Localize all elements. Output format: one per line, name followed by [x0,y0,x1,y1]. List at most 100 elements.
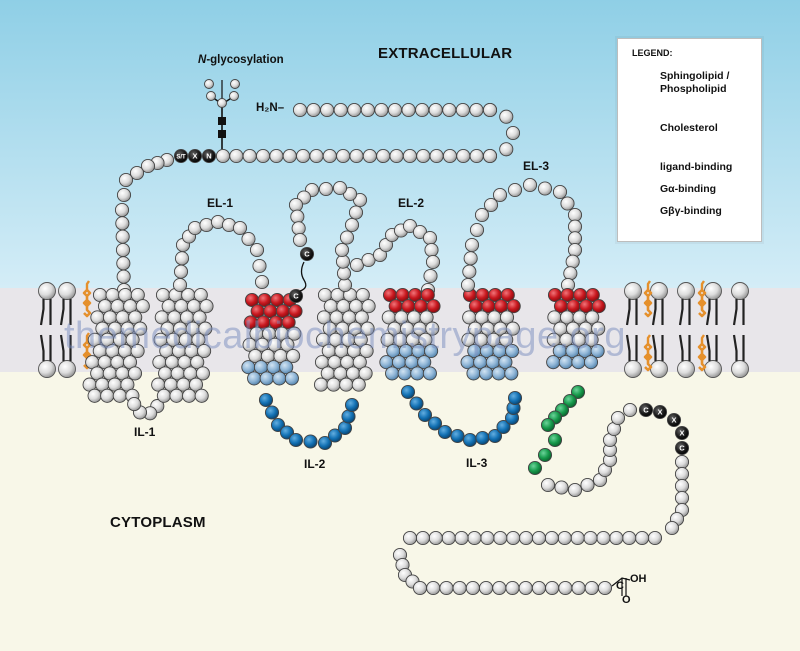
residue [87,388,102,403]
extracellular-label: EXTRACELLULAR [378,45,513,62]
residue [674,490,690,506]
residue [247,371,262,386]
residue [518,580,533,596]
residue [296,148,311,164]
residue [194,388,209,403]
residue [303,434,318,449]
residue [252,258,267,274]
residue [419,310,434,325]
residue [531,580,546,596]
residue [187,148,203,164]
residue [114,202,130,218]
cholesterol-icon [82,280,92,318]
residue [116,269,131,284]
residue [475,430,490,446]
residue [264,405,280,420]
residue [385,366,400,381]
residue-letter: S/T [176,155,186,161]
residue [272,371,287,386]
residue [115,229,130,244]
residue [232,220,248,236]
residue [425,321,440,336]
residue [279,425,295,440]
residue-letter: X [192,152,197,161]
residue [664,520,680,536]
residue [499,310,515,325]
residue [282,148,297,164]
residue [217,98,227,108]
residue [400,384,416,400]
residue [410,366,425,381]
residue [480,530,495,546]
residue [135,299,150,314]
residue [204,79,214,89]
residue [292,232,308,248]
residue [455,102,470,118]
residue [499,142,514,157]
residue [270,417,286,433]
residue [428,102,443,118]
residue [112,388,127,403]
residue [415,102,430,118]
residue [288,288,304,304]
legend-lipid-line1: Sphingolipid / [660,70,730,82]
residue [469,222,485,238]
residue [415,530,430,546]
residue [422,230,438,246]
residue [522,177,538,193]
residue [466,366,481,381]
residue [583,530,598,546]
residue [360,321,375,336]
residue [335,254,351,269]
residue [469,148,484,164]
residue [118,172,134,188]
residue [442,102,457,118]
residue [286,348,301,364]
lipid-tail [651,299,657,326]
residue [376,148,391,164]
loop-label-il2: IL-2 [304,457,326,471]
residue [353,332,368,347]
lipid-head [704,282,722,300]
residue [505,580,520,596]
residue [492,187,508,203]
residue [463,251,478,266]
lipid-head [650,360,668,378]
residue [610,410,626,426]
residue-letter: C [293,292,299,301]
residue [570,384,586,400]
residue [359,343,374,359]
legend-cholesterol-label: Cholesterol [660,122,718,134]
residue [348,205,364,220]
residue [173,148,189,164]
lipid-head [624,360,642,378]
residue [201,148,217,164]
residue [496,419,511,435]
residue [482,148,498,164]
residue [552,184,568,200]
lipid-tail [705,334,711,361]
residue [554,480,569,495]
residue [674,440,690,456]
loop-label-il3: IL-3 [466,456,488,470]
residue [674,466,690,482]
residue [249,242,265,258]
residue [638,402,654,418]
residue [506,530,521,546]
residue [565,254,580,269]
residue [429,148,444,164]
lipid-head [38,282,56,300]
residue [537,447,553,463]
residue [666,412,682,428]
residue [198,321,213,336]
residue [355,287,370,303]
glycosylation-label: N-glycosylation [198,54,284,66]
residue [585,287,600,303]
residue [317,435,333,451]
legend-lipid-line2: Phospholipid [660,83,727,95]
residue [456,148,471,164]
lipid-tail [678,334,684,361]
residue-letter: C [304,250,310,259]
residue [255,148,271,164]
